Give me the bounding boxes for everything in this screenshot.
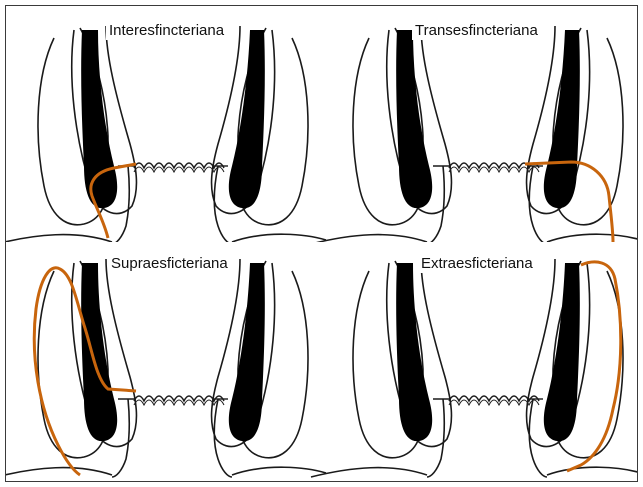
anal-fistula-diagram [6, 6, 637, 481]
panel-interesfincteriana [6, 26, 326, 244]
label-supraesfincteriana: Supraesficteriana [108, 255, 231, 273]
label-interesfincteriana: Interesfincteriana [106, 22, 227, 40]
panel-supraesfincteriana [6, 259, 326, 477]
panel-extraesfincteriana [311, 259, 637, 477]
label-extraesfincteriana: Extraesficteriana [418, 255, 536, 273]
figure-frame: Interesfincteriana Transesfincteriana Su… [5, 5, 638, 482]
label-transesfincteriana: Transesfincteriana [412, 22, 541, 40]
panel-transesfincteriana [311, 26, 637, 244]
